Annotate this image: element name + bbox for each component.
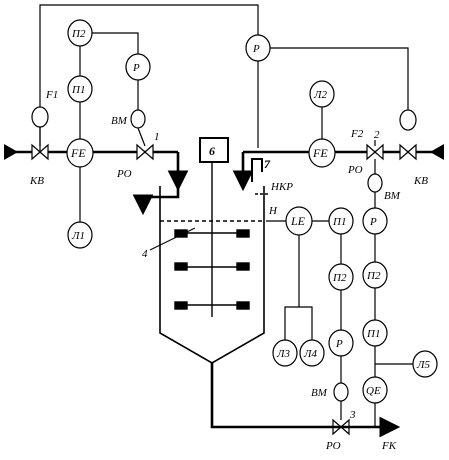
label-f1: F1 — [45, 89, 58, 101]
p-right-link — [270, 47, 409, 110]
label-number-7: 7 — [264, 157, 271, 171]
overflow-line — [132, 186, 180, 216]
p2-p-link — [92, 32, 139, 55]
agitator-blade-6 — [236, 301, 250, 310]
label-fe-left: FE — [70, 146, 86, 160]
label-p2-top: П2 — [71, 28, 86, 40]
motor-box — [199, 137, 229, 163]
valve-2[interactable] — [366, 143, 384, 161]
label-kv-right: КВ — [413, 175, 428, 187]
label-l3: Л3 — [276, 348, 290, 360]
label-l2: Л2 — [313, 89, 327, 101]
instrument-p1-top[interactable] — [67, 75, 93, 103]
label-po-right: РО — [347, 164, 363, 176]
agitator-blade-4 — [236, 262, 250, 271]
agitator-blade-3 — [174, 262, 188, 271]
label-po-bottom: РО — [325, 440, 341, 452]
label-p-bm: Р — [132, 62, 140, 74]
instrument-l2[interactable] — [309, 80, 335, 108]
instrument-kv-right-top[interactable] — [399, 109, 417, 131]
instrument-fe-left[interactable] — [66, 138, 94, 168]
instrument-p2-top[interactable] — [67, 19, 93, 47]
label-p-mid: Р — [335, 338, 343, 350]
instrument-fe-right[interactable] — [308, 138, 336, 168]
label-p1-right: П1 — [366, 328, 380, 340]
agitator-blade-5 — [174, 301, 188, 310]
label-level-hkr: НКР — [270, 181, 293, 193]
label-bm-right: ВМ — [384, 190, 401, 202]
label-qe: QE — [366, 385, 381, 397]
top-signal-line — [39, 4, 259, 152]
label-bm-left: ВМ — [111, 115, 128, 127]
valve-kv-right[interactable] — [399, 143, 417, 161]
label-number-4: 4 — [142, 248, 148, 260]
label-p2-right: П2 — [366, 270, 381, 282]
label-number-6: 6 — [209, 144, 215, 158]
agitator-blade-1 — [174, 229, 188, 238]
label-level-h: Н — [268, 205, 278, 217]
label-number-1: 1 — [154, 131, 160, 143]
agitator-blade-2 — [236, 229, 250, 238]
instrument-bm-bottom[interactable] — [333, 382, 349, 402]
instrument-f1[interactable] — [31, 106, 49, 128]
inlet-arrow-left — [4, 144, 18, 160]
le-l3-l4-link — [284, 235, 313, 340]
label-fk: FК — [381, 440, 397, 452]
label-number-5: 5 — [142, 200, 148, 212]
label-p2-mid: П2 — [332, 272, 347, 284]
instrument-bm-right[interactable] — [367, 173, 383, 193]
outlet-line — [210, 363, 401, 438]
label-f2: F2 — [350, 128, 364, 140]
valve-1[interactable] — [136, 143, 154, 161]
label-po-left: РО — [116, 168, 132, 180]
valve-kv-left[interactable] — [31, 143, 49, 161]
instrument-p-bm[interactable] — [125, 53, 151, 81]
label-l4: Л4 — [303, 348, 317, 360]
label-p1-mid: П1 — [332, 216, 346, 228]
inlet-arrow-right — [430, 144, 444, 160]
instrument-bm-left[interactable] — [130, 109, 146, 129]
label-kv-left: КВ — [29, 175, 44, 187]
label-number-2: 2 — [374, 129, 380, 141]
label-l5: Л5 — [416, 359, 430, 371]
label-p-top: Р — [252, 43, 260, 55]
instrument-p-top[interactable] — [245, 34, 271, 62]
instrument-l1[interactable] — [67, 221, 93, 249]
label-p-right: Р — [369, 216, 377, 228]
label-fe-right: FE — [312, 146, 328, 160]
label-number-3: 3 — [349, 409, 356, 421]
bm-valve-link — [137, 127, 146, 147]
label-le: LE — [290, 214, 306, 228]
label-4-leader — [149, 227, 196, 251]
label-p1-top: П1 — [71, 84, 85, 96]
label-bm-bottom: ВМ — [311, 387, 328, 399]
feed-7 — [251, 158, 263, 182]
label-l1: Л1 — [71, 230, 85, 242]
